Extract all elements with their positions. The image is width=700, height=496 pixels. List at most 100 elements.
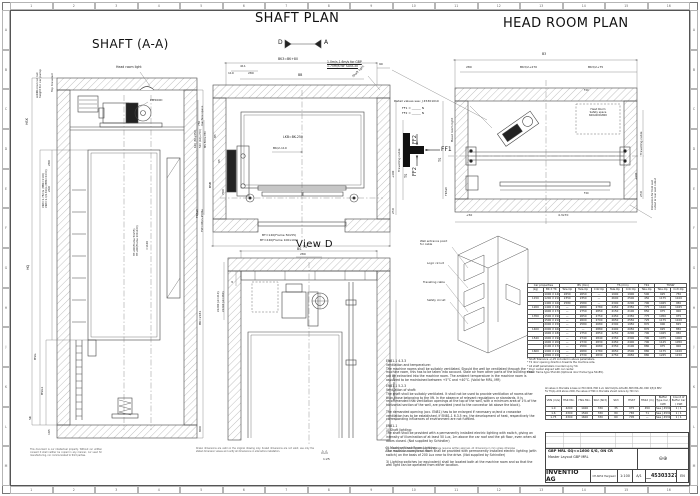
head-room-light-label-hr: Head room light xyxy=(450,117,454,142)
table-cell: 1 / 1 xyxy=(670,406,687,412)
iso-cable-detail xyxy=(445,235,529,354)
dim-label-hsk: HSK xyxy=(25,118,29,125)
list-item: EN81-1 4.3.3 Ventilation and temperature… xyxy=(386,359,534,382)
list-item: 15 xyxy=(605,2,648,10)
company-name: INVENTIO AG xyxy=(546,470,591,482)
document-number: J__45303327 xyxy=(646,470,677,482)
dim-label-195: 195 xyxy=(47,429,51,435)
list-item: D xyxy=(690,129,698,169)
head-room-plan-title: HEAD ROOM PLAN xyxy=(503,16,629,31)
dim-label-f20-bottom: F20 xyxy=(584,192,589,195)
list-item: C xyxy=(2,89,10,130)
table-header-cell: HSS2 (m) xyxy=(638,394,656,408)
table-cell: 1025 xyxy=(670,304,687,311)
dim-label-250hr: 250 xyxy=(639,191,643,197)
dim-label-lkb: LKB=BK-250 xyxy=(283,135,303,139)
view-d-title: View D xyxy=(296,239,334,250)
list-item: 11 xyxy=(435,486,478,494)
table-cell: 1600 xyxy=(576,414,593,421)
dim-label-400p: +400 xyxy=(391,170,395,178)
list-item: G xyxy=(2,248,10,288)
dim-label-bb: BB xyxy=(298,73,303,77)
table-cell: 2000 X 1500 xyxy=(542,322,560,328)
list-item: EN81-1 1) Shaft lighting: The shaft shal… xyxy=(386,423,537,443)
dim-label-50hr: +50 xyxy=(466,213,473,217)
dim-label-260: 260 xyxy=(47,186,51,192)
dim-label-85: 85 xyxy=(213,134,217,138)
table-cell: 1000 xyxy=(670,335,687,341)
table-cell: 1500 X 2100 xyxy=(542,317,560,324)
list-item: 8 xyxy=(307,2,350,10)
dim-label-280h: 280 xyxy=(466,65,472,69)
dim-label-bk75: BK3/2+75 xyxy=(588,65,604,69)
section-mark-a: A xyxy=(324,39,329,46)
dim-label-tse: TSE=CB/2+95/tba xyxy=(201,209,204,232)
list-item: J xyxy=(690,327,698,368)
dim-label-280p: 280 xyxy=(248,71,254,75)
shaft-section-title: SHAFT (A-A) xyxy=(92,37,169,51)
list-item: 13 xyxy=(520,486,563,494)
dim-label-bs: BS xyxy=(297,247,302,251)
dim-label-43x70: 4.3x70 xyxy=(558,213,569,217)
dim-label-ts-viewd: TS xyxy=(303,245,307,249)
dim-label-250p: 250 xyxy=(391,208,395,214)
table-cell: 1150 xyxy=(670,352,687,359)
list-item: F xyxy=(690,208,698,249)
car-properties-table: Car properties BS (min) TS (min) TK1 TKS… xyxy=(527,282,687,359)
table-cell: 950 xyxy=(670,331,687,337)
travelling-cable-label-plan: Travelling cable xyxy=(397,148,401,172)
dim-label-bt1: BT=140(Frame 50x55) xyxy=(262,233,297,237)
dim-label-65: 65 xyxy=(217,159,221,163)
ff2-arrow-label-bottom: FF2 xyxy=(412,167,418,176)
en81-notes: EN81-1 4.3.3 Ventilation and temperature… xyxy=(386,359,538,471)
projection-symbol: ⊖⊕ xyxy=(658,456,668,462)
table-cell: 1600 X 1900 xyxy=(542,335,560,341)
dim-label-400hr: +400 xyxy=(634,172,638,180)
list-item: L xyxy=(2,406,10,447)
table-cell: 2100 X 1700 xyxy=(542,344,560,350)
cutout-note-label: Dimension for front wall cutout or rear … xyxy=(651,178,657,210)
disclaimer-2: Drawn dimensions are valid on the origin… xyxy=(196,447,314,453)
description-line-1: GBP MRL GQ<=1600 S/G, ON CR xyxy=(548,449,613,453)
table-cell: See J 45303302 / 45303337 xyxy=(654,410,672,416)
title-block-middle: GBP MRL GQ<=1600 S/G, ON CR Master Layou… xyxy=(546,448,688,470)
list-item: * All shaft parameters rounded up by 50. xyxy=(527,364,579,368)
list-item: 12 xyxy=(477,486,520,494)
table-cell: 1.75 xyxy=(545,414,562,421)
table-cell: 4300 xyxy=(560,414,578,421)
table-cell: 850 xyxy=(670,326,687,333)
dim-label-bsb: BSB xyxy=(208,182,212,188)
list-item: H xyxy=(2,287,10,328)
ff2-value-line: FF2 = ______ N xyxy=(402,111,424,115)
list-item: D xyxy=(2,129,10,169)
list-item: 15 xyxy=(605,486,648,494)
table-header-cell: Cntr.Op xyxy=(670,287,687,293)
detail-scale-label: 1:25 xyxy=(323,457,330,461)
table-cell: 825 xyxy=(670,322,687,328)
dim-label-hk: HK=2181 xyxy=(198,310,202,325)
table-cell: 1100 xyxy=(670,348,687,355)
travelling-cable-label-hr: Travelling cable xyxy=(639,131,643,155)
table-cell: 1400 X 1800 xyxy=(542,304,560,311)
list-item: * Door center aligned with car center. xyxy=(527,367,575,371)
dim-label-bt2: BT=240(Frame 100x100) xyxy=(260,238,298,242)
table-header-cell: HSST xyxy=(623,394,640,408)
ff1-value-line: FF1 = ______ N xyxy=(402,106,424,110)
section-mark-d: D xyxy=(278,39,283,46)
table-cell: 975 xyxy=(670,313,687,320)
drawing-scale: 1:100 xyxy=(618,470,633,482)
car-table-body: 1000 X 140026502650—19001900500925750115… xyxy=(527,291,687,359)
table-cell: 330 xyxy=(591,414,609,421)
dim-label-b3: B3 xyxy=(542,52,547,56)
